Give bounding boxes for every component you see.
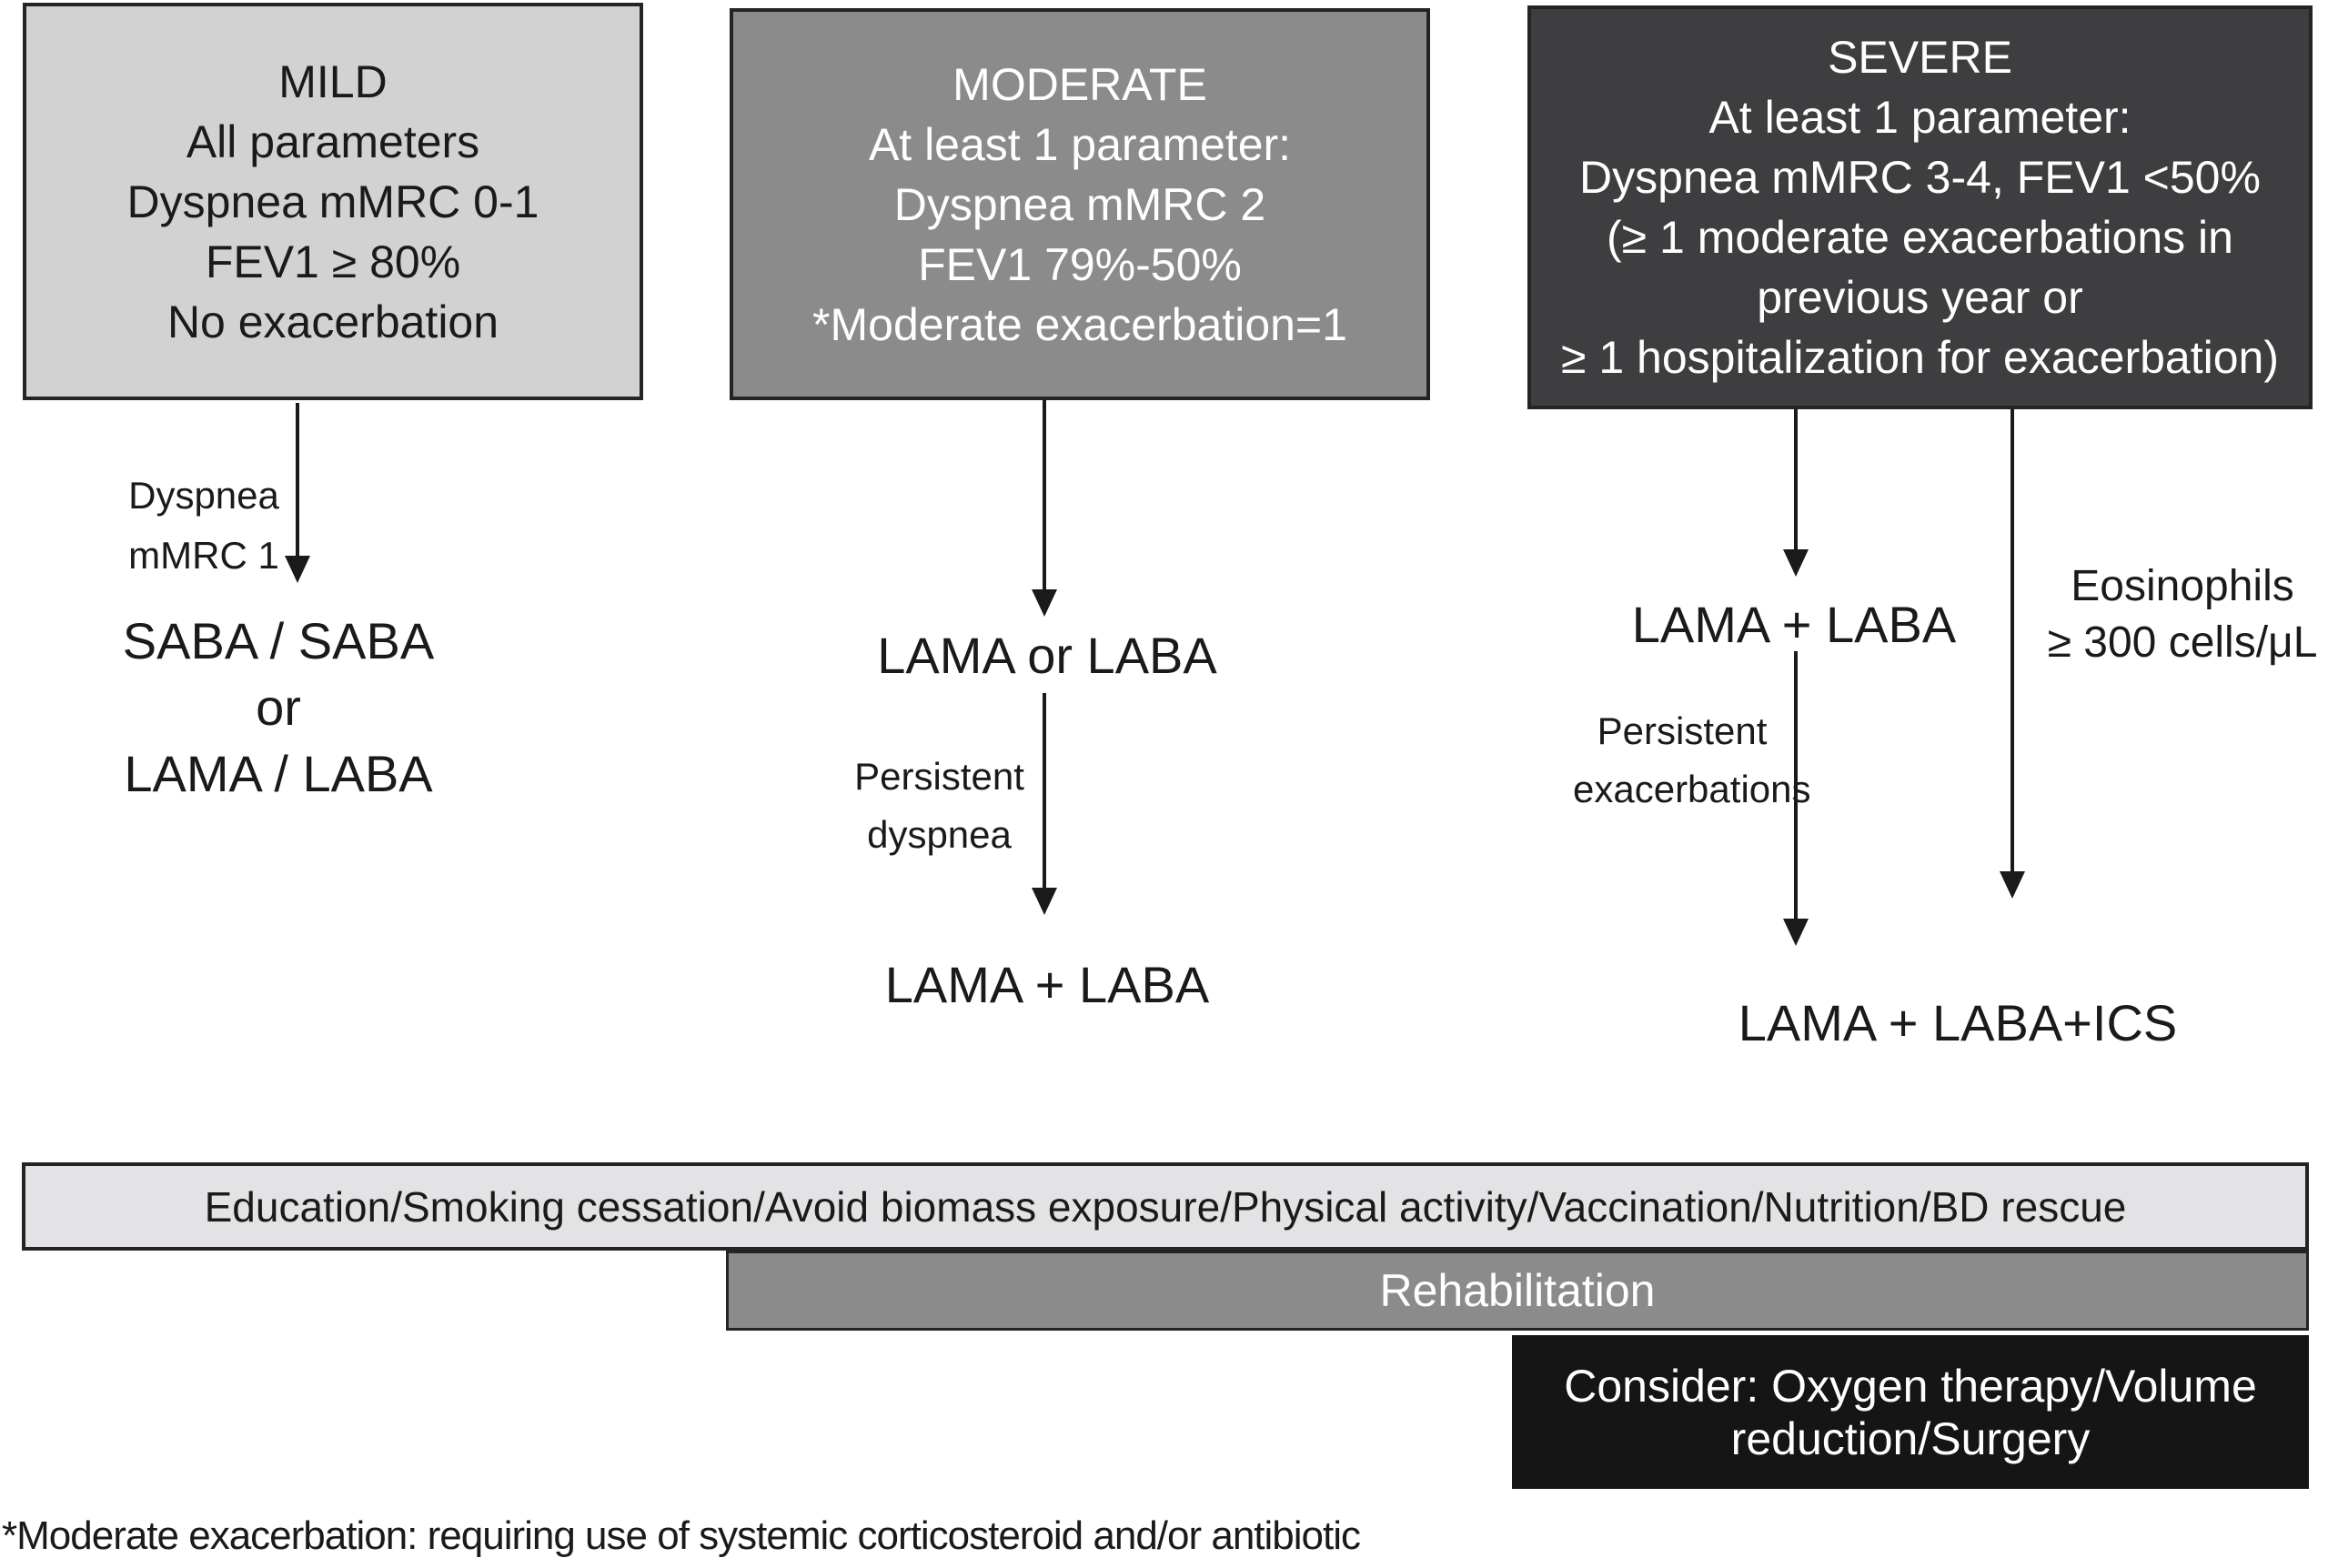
severe-box-line: previous year or	[1757, 272, 2083, 323]
mild-treatment: SABA / SABA or LAMA / LABA	[51, 608, 506, 807]
severe-arrow-label: Persistent exacerbations	[1573, 702, 1811, 819]
severe-arrow-label-line: exacerbations	[1573, 768, 1811, 810]
severe-treatment-step1: LAMA + LABA	[1631, 596, 1957, 653]
mild-box-title: MILD	[278, 55, 388, 107]
moderate-severity-box: MODERATE At least 1 parameter: Dyspnea m…	[730, 8, 1430, 400]
moderate-box-line: FEV1 79%-50%	[918, 238, 1242, 290]
moderate-box-line: *Moderate exacerbation=1	[812, 298, 1347, 350]
mild-box-line: FEV1 ≥ 80%	[205, 236, 461, 287]
arrow-line	[2011, 409, 2014, 873]
moderate-arrow-label-line: Persistent	[854, 755, 1024, 798]
footnote: *Moderate exacerbation: requiring use of…	[2, 1513, 1361, 1558]
severe-box-title: SEVERE	[1828, 32, 2012, 83]
moderate-box-line: At least 1 parameter:	[868, 118, 1292, 170]
mild-box-line: All parameters	[186, 116, 480, 167]
eosinophils-label-line: Eosinophils	[2071, 562, 2294, 610]
arrow-head-icon	[2000, 871, 2025, 899]
moderate-arrow-label-line: dyspnea	[867, 813, 1012, 856]
moderate-box-line: Dyspnea mMRC 2	[893, 178, 1266, 230]
arrow-line	[296, 403, 299, 558]
arrow-line	[1043, 400, 1046, 591]
arrow-line	[1794, 409, 1798, 551]
arrow-line	[1043, 693, 1046, 890]
severe-box-line: At least 1 parameter:	[1708, 92, 2131, 143]
rehabilitation-bar: Rehabilitation	[726, 1251, 2309, 1331]
severe-arrow-label-line: Persistent	[1597, 709, 1768, 752]
severe-severity-box: SEVERE At least 1 parameter: Dyspnea mMR…	[1527, 5, 2313, 409]
moderate-box-title: MODERATE	[952, 58, 1207, 110]
arrow-head-icon	[1032, 589, 1057, 617]
general-measures-bar: Education/Smoking cessation/Avoid biomas…	[22, 1162, 2309, 1251]
mild-treatment-line: SABA / SABA	[122, 612, 435, 669]
moderate-treatment-step2: LAMA + LABA	[884, 956, 1210, 1013]
mild-treatment-line: or	[256, 678, 301, 736]
severe-box-line: (≥ 1 moderate exacerbations in	[1607, 212, 2233, 263]
severe-box-line: ≥ 1 hospitalization for exacerbation)	[1561, 332, 2279, 383]
arrow-line	[1794, 651, 1798, 920]
consider-therapy-bar: Consider: Oxygen therapy/Volume reductio…	[1512, 1335, 2309, 1489]
arrow-head-icon	[1783, 549, 1809, 577]
mild-arrow-label: Dyspnea mMRC 1	[113, 466, 295, 586]
arrow-head-icon	[1783, 919, 1809, 946]
mild-box-line: No exacerbation	[166, 296, 499, 347]
mild-box-line: Dyspnea mMRC 0-1	[126, 176, 539, 227]
mild-severity-box: MILD All parameters Dyspnea mMRC 0-1 FEV…	[23, 3, 643, 400]
eosinophils-label-line: ≥ 300 cells/μL	[2047, 618, 2318, 667]
moderate-arrow-label: Persistent dyspnea	[837, 748, 1042, 864]
severe-box-line: Dyspnea mMRC 3-4, FEV1 <50%	[1579, 152, 2261, 203]
arrow-head-icon	[285, 556, 310, 583]
mild-treatment-line: LAMA / LABA	[124, 745, 433, 802]
mild-arrow-label-line: Dyspnea	[128, 474, 279, 517]
severe-treatment-step2: LAMA + LABA+ICS	[1738, 994, 2178, 1051]
moderate-treatment-step1: LAMA or LABA	[877, 627, 1217, 684]
mild-arrow-label-line: mMRC 1	[128, 534, 279, 577]
eosinophils-label: Eosinophils ≥ 300 cells/μL	[2038, 558, 2327, 671]
arrow-head-icon	[1032, 888, 1057, 915]
